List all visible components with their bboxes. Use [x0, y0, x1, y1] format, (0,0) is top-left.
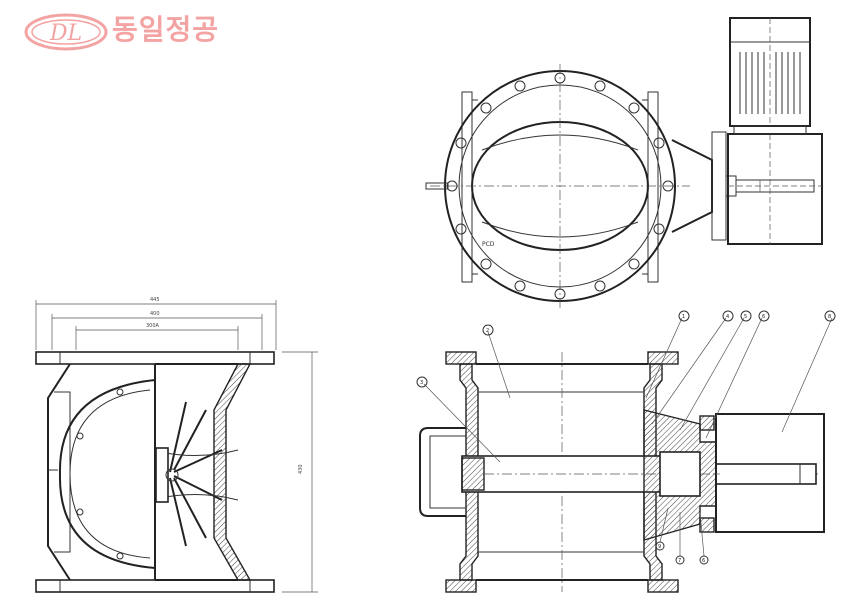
callout-7: 7: [678, 558, 681, 564]
front-view: PCD: [425, 17, 823, 308]
company-logo: DL: [22, 10, 282, 58]
callout-4: 4: [726, 314, 729, 320]
callout-3: 3: [420, 380, 423, 386]
callout-2: 2: [486, 328, 489, 334]
side-view: 445 400 300A 430: [35, 297, 318, 593]
logo-emblem-text: DL: [49, 21, 82, 46]
motor-fins: [739, 52, 801, 114]
company-name: 동일정공: [112, 13, 220, 46]
pcd-note: PCD: [482, 241, 495, 248]
section-view: 2 3 1 4 5 6 8 9 7: [416, 310, 836, 593]
dimension-bore: 300A: [146, 323, 160, 329]
callout-6-bottom: 6: [702, 558, 705, 564]
callout-6-top: 6: [762, 314, 765, 320]
callout-1: 1: [682, 314, 685, 320]
rotor-blades: [155, 401, 239, 547]
callout-9: 9: [658, 544, 661, 550]
callout-8: 8: [828, 314, 831, 320]
dimension-overall-width: 445: [150, 297, 160, 303]
callouts: 2 3 1 4 5 6 8 9 7: [416, 310, 836, 565]
dimension-height: 430: [298, 464, 304, 474]
bolt-holes: [446, 72, 674, 300]
logo-emblem-icon: DL: [24, 13, 108, 51]
callout-5: 5: [744, 314, 747, 320]
dimension-flange-width: 400: [150, 311, 160, 317]
